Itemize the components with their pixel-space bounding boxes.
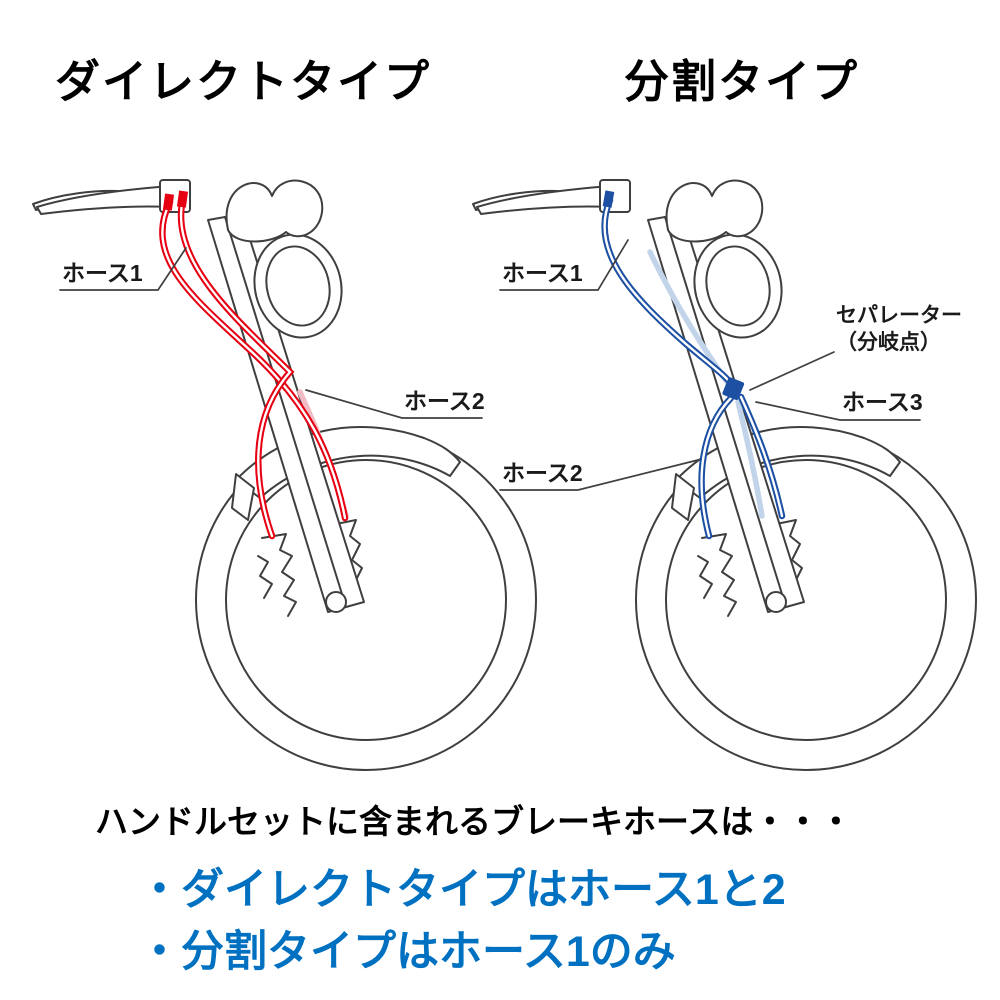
direct-hose1-label: ホース1 bbox=[62, 260, 143, 286]
split-hose3-label: ホース3 bbox=[842, 389, 923, 415]
label-direct-hose2: ホース2 bbox=[305, 388, 485, 419]
direct-hoses bbox=[159, 190, 349, 540]
footer-intro: ハンドルセットに含まれるブレーキホースは・・・ bbox=[95, 803, 853, 840]
heading-split-type: 分割タイプ bbox=[624, 56, 860, 107]
label-split-hose2: ホース2 bbox=[499, 459, 699, 491]
label-split-hose3: ホース3 bbox=[755, 389, 923, 421]
split-hose1-label: ホース1 bbox=[502, 260, 583, 286]
bullet-direct-type: ・ダイレクトタイプはホース1と2 bbox=[138, 866, 786, 914]
split-lever-fitting bbox=[602, 190, 615, 208]
split-hose2-label: ホース2 bbox=[502, 460, 583, 486]
label-direct-hose1: ホース1 bbox=[59, 247, 187, 291]
direct-lever-fitting-2 bbox=[176, 190, 189, 208]
direct-hose2-label: ホース2 bbox=[404, 388, 485, 414]
separator-label-line2: （分岐点） bbox=[836, 330, 941, 354]
separator-label-line1: セパレーター bbox=[836, 304, 962, 327]
heading-direct-type: ダイレクトタイプ bbox=[55, 56, 432, 107]
separator-block bbox=[722, 377, 745, 401]
label-split-separator: セパレーター （分岐点） bbox=[749, 304, 962, 391]
bullet-split-type: ・分割タイプはホース1のみ bbox=[138, 928, 676, 976]
direct-lever-fitting-1 bbox=[162, 193, 175, 211]
split-hoses bbox=[601, 190, 786, 540]
label-split-hose1: ホース1 bbox=[499, 239, 629, 291]
